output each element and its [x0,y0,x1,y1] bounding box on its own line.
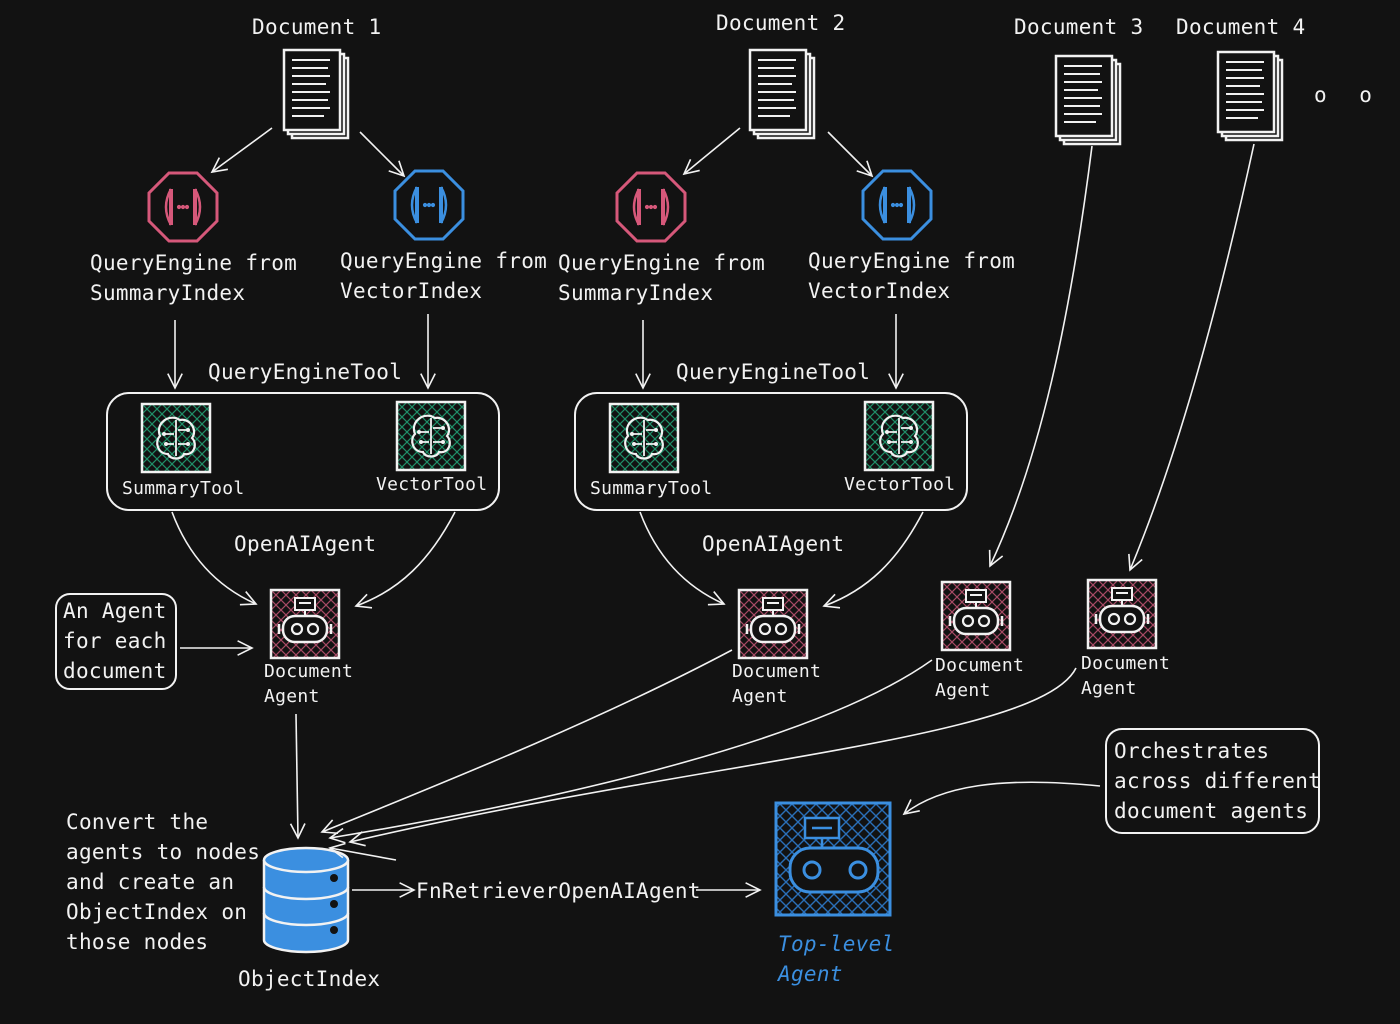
d1-vector-engine-label: QueryEngine from VectorIndex [340,249,548,303]
d2-summary-engine-label: QueryEngine from SummaryIndex [558,251,766,305]
brain-icon [395,400,467,472]
retriever-agent-label: FnRetrieverOpenAIAgent [416,879,701,903]
d1-summary-engine-label: QueryEngine from SummaryIndex [90,251,298,305]
vector-tool-label: VectorTool [844,474,956,495]
robot-icon [269,588,341,660]
summary-tool-label: SummaryTool [122,478,245,499]
summary-engine-icon [615,171,687,243]
per-document-note: An Agent for each document [63,599,167,683]
note-box [55,593,177,690]
document-stack-icon [282,48,350,140]
document-4-label: Document 4 [1176,15,1306,39]
document-3-label: Document 3 [1014,15,1144,39]
agent-type-label: OpenAIAgent [702,532,845,556]
connectors [172,127,1255,890]
tool-group-box [106,392,500,511]
robot-icon [737,588,809,660]
document-agent-label: Document Agent [935,655,1025,701]
document-stack-icon [1054,54,1122,146]
vector-tool-label: VectorTool [376,474,488,495]
orchestrates-note: Orchestrates across different document a… [1114,739,1322,823]
database-icon [262,846,350,954]
agent-type-label: OpenAIAgent [234,532,377,556]
tool-group-label: QueryEngineTool [208,360,403,384]
note-box [1105,728,1320,834]
top-level-agent-icon [774,801,892,917]
top-level-agent-label: Top-level Agent [778,932,895,986]
vector-engine-icon [393,169,465,241]
document-1-label: Document 1 [252,15,382,39]
tool-group-box [574,392,968,511]
brain-icon [608,402,680,474]
d2-vector-engine-label: QueryEngine from VectorIndex [808,249,1016,303]
document-agent-label: Document Agent [264,661,354,707]
brain-icon [863,400,935,472]
vector-engine-icon [861,169,933,241]
brain-icon [140,402,212,474]
tool-group-label: QueryEngineTool [676,360,871,384]
object-index-label: ObjectIndex [238,967,381,991]
robot-icon [940,580,1012,652]
robot-icon [1086,578,1158,650]
more-documents-marker: o o o [1314,83,1382,107]
summary-engine-icon [147,171,219,243]
document-2-label: Document 2 [716,11,846,35]
document-agent-label: Document Agent [1081,653,1171,699]
summary-tool-label: SummaryTool [590,478,713,499]
document-stack-icon [748,48,816,140]
document-agent-label: Document Agent [732,661,822,707]
document-stack-icon [1216,50,1284,142]
convert-note: Convert the agents to nodes and create a… [66,810,261,954]
